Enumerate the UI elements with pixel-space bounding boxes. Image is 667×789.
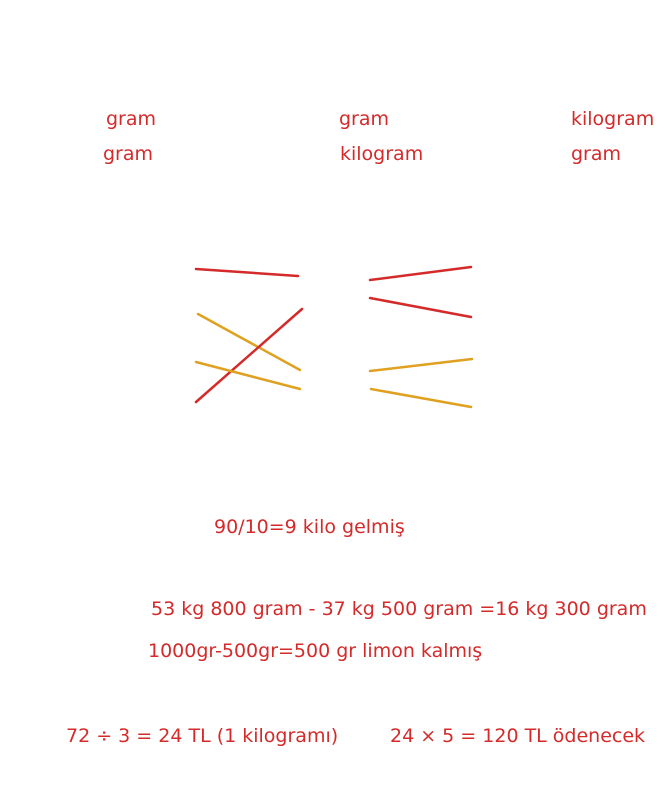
- match-line-red: [368, 265, 473, 282]
- match-line-orange: [368, 357, 474, 373]
- match-line-red: [368, 296, 473, 319]
- match-line-orange: [196, 312, 302, 372]
- match-line-red: [194, 307, 304, 404]
- calculation-line: 24 × 5 = 120 TL ödenecek: [390, 725, 646, 747]
- answer-unit: gram: [571, 143, 622, 165]
- match-line-orange: [194, 360, 302, 391]
- match-line-orange: [369, 387, 473, 409]
- match-line-red: [194, 267, 300, 278]
- answer-unit: gram: [339, 108, 390, 130]
- calculation-line: 53 kg 800 gram - 37 kg 500 gram =16 kg 3…: [151, 598, 647, 620]
- answer-unit: kilogram: [340, 143, 424, 165]
- calculation-line: 72 ÷ 3 = 24 TL (1 kilogramı): [66, 725, 339, 747]
- answer-unit: kilogram: [571, 108, 655, 130]
- calculation-line: 1000gr-500gr=500 gr limon kalmış: [148, 640, 483, 662]
- answer-unit: gram: [103, 143, 154, 165]
- answer-unit: gram: [106, 108, 157, 130]
- calculation-line: 90/10=9 kilo gelmiş: [214, 516, 405, 538]
